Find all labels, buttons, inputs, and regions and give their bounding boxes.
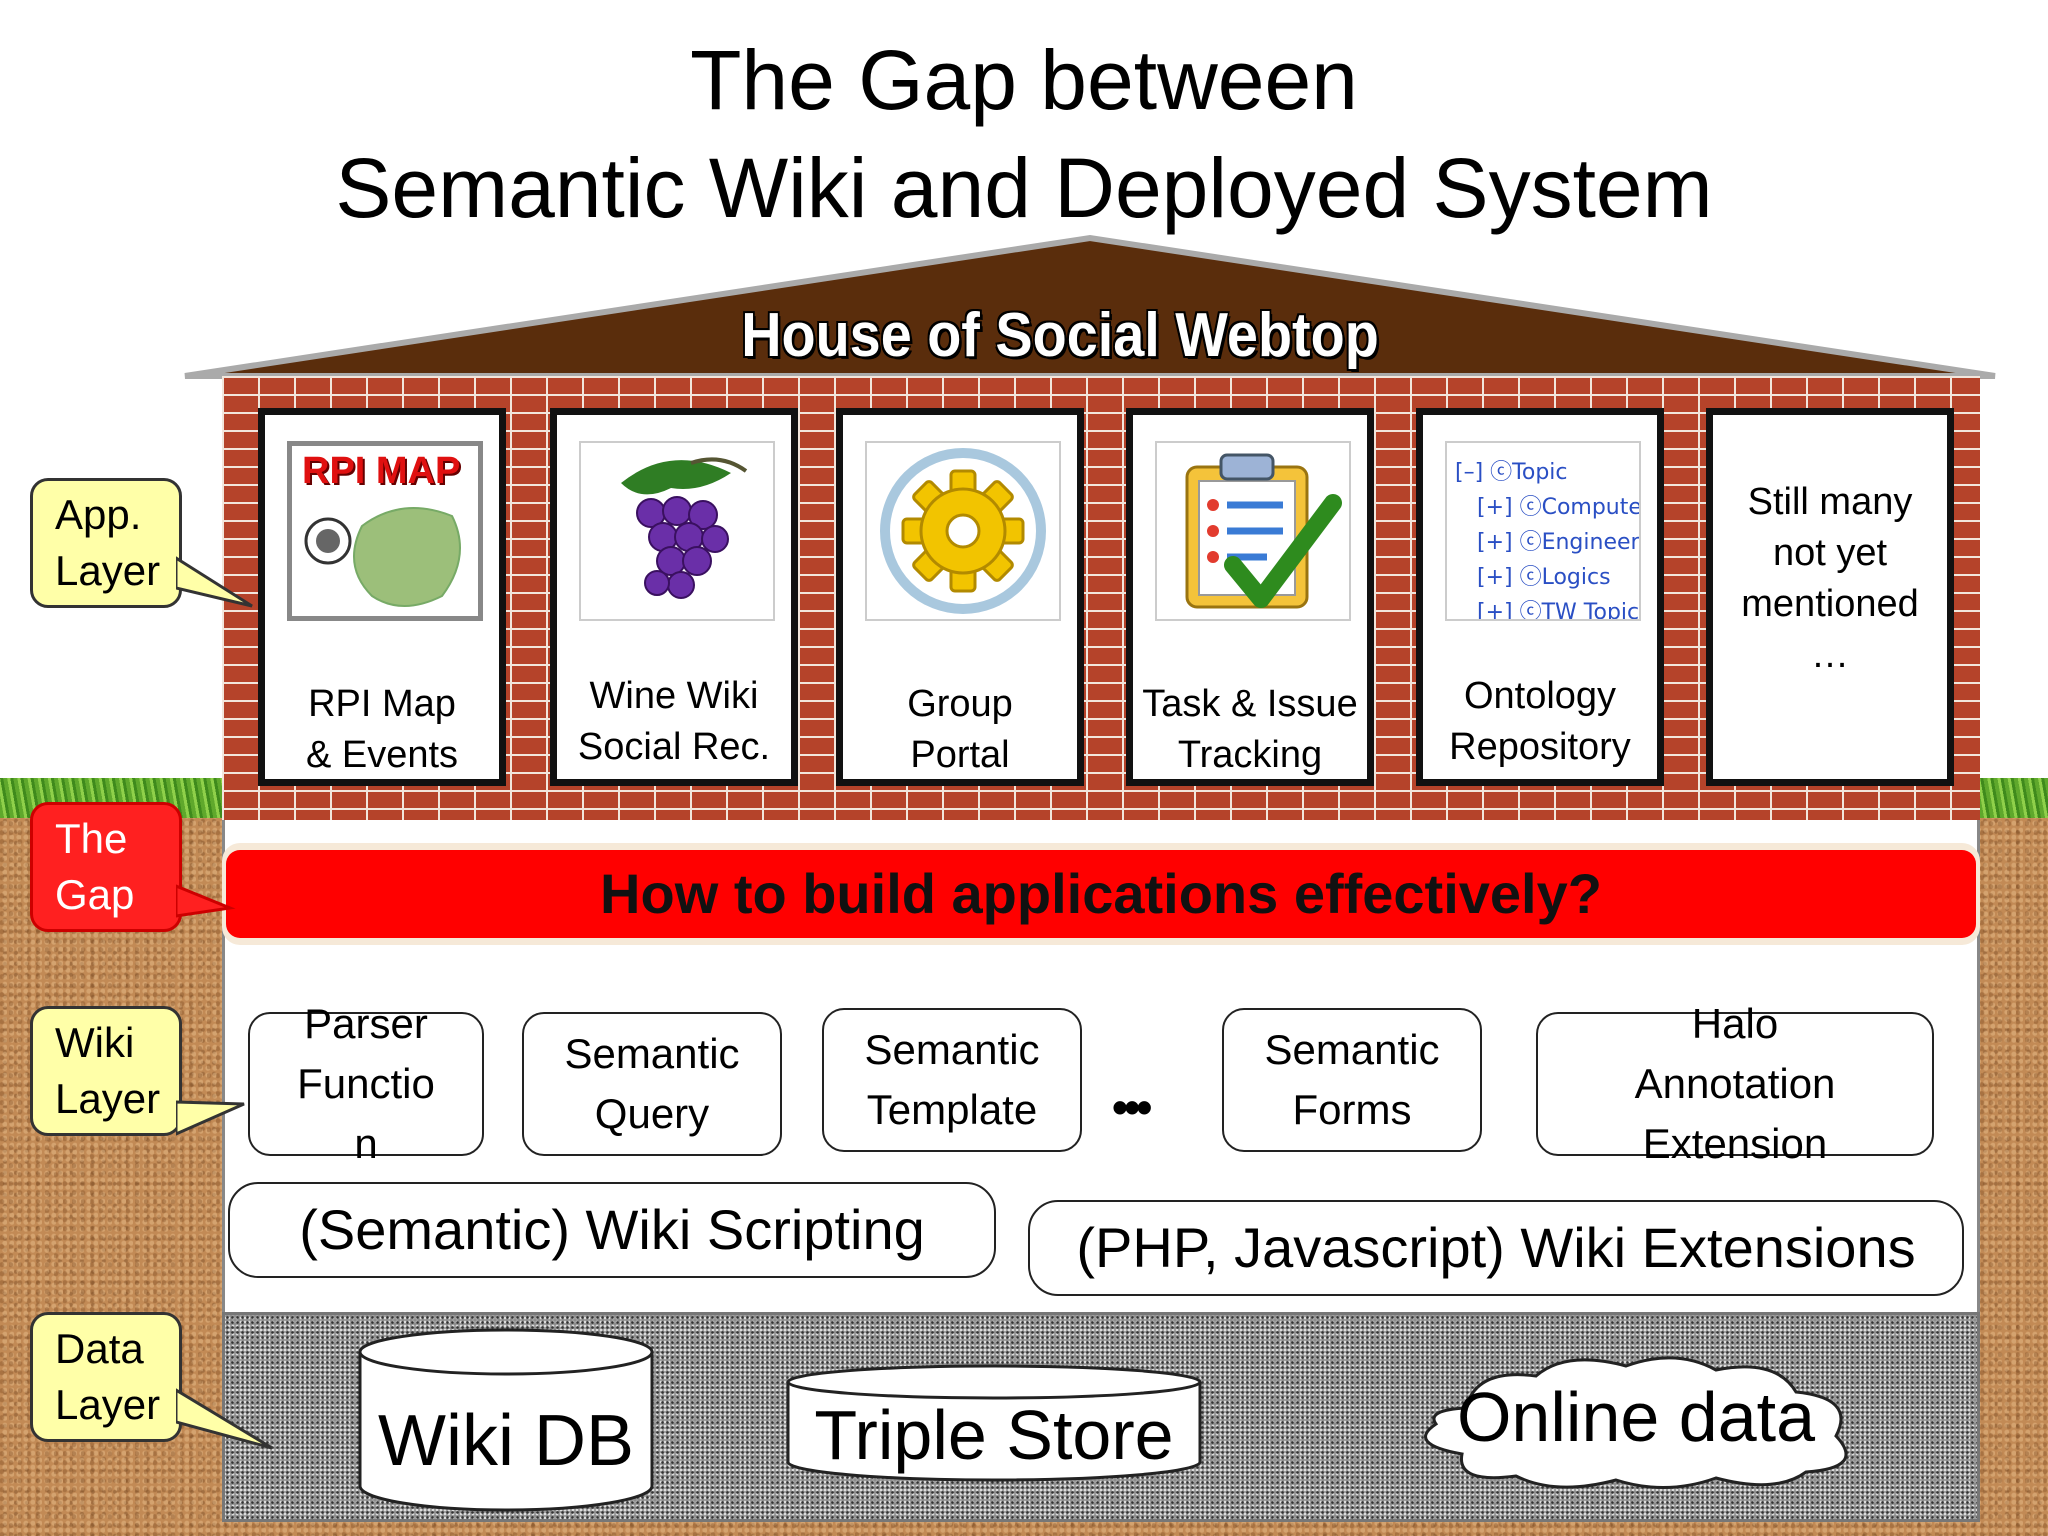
wiki-db-cylinder [358, 1328, 654, 1512]
tree-item-topic: [–] ⓒTopic [1455, 460, 1568, 485]
semantic-template-box: Semantic Template [822, 1008, 1082, 1152]
title-line-1: The Gap between [690, 33, 1358, 127]
wiki-scripting-box: (Semantic) Wiki Scripting [228, 1182, 996, 1278]
grapes-icon [621, 457, 748, 599]
app-panel-task-tracking[interactable]: Task & Issue Tracking [1126, 408, 1374, 786]
semantic-forms-box: Semantic Forms [1222, 1008, 1482, 1152]
callout-data-pointer [176, 1388, 273, 1450]
callout-app-pointer [176, 556, 253, 608]
callout-data-layer: Data Layer [30, 1312, 182, 1442]
ontology-tree-thumbnail: [–] ⓒTopic [+] ⓒComputer [+] ⓒEngineerin… [1445, 441, 1641, 621]
rpi-map-thumbnail: RPI MAP [287, 441, 483, 621]
app-panel-ontology[interactable]: [–] ⓒTopic [+] ⓒComputer [+] ⓒEngineerin… [1416, 408, 1664, 786]
halo-annotation-box: Halo Annotation Extension [1536, 1000, 1934, 1167]
title-line-2: Semantic Wiki and Deployed System [335, 141, 1713, 235]
tree-item-logics: [+] ⓒLogics [1477, 565, 1611, 590]
map-icon [304, 507, 461, 607]
callout-wiki-layer: Wiki Layer [30, 1006, 182, 1136]
app-label-more: Still many not yet mentioned … [1741, 481, 1919, 676]
tree-item-tw-topic: [+] ⓒTW Topic [1477, 600, 1640, 621]
callout-app-layer: App. Layer [30, 478, 182, 608]
gear-icon [880, 448, 1046, 614]
gap-question: How to build applications effectively? [226, 850, 1976, 938]
callout-gap-pointer [176, 884, 236, 918]
triple-store-cylinder [786, 1364, 1202, 1482]
triple-store-label: Triple Store [814, 1396, 1174, 1474]
app-panel-rpi-map[interactable]: RPI MAP RPI Map & Events [258, 408, 506, 786]
online-data-label: Online data [1456, 1378, 1816, 1456]
callout-wiki-pointer [176, 1100, 245, 1136]
app-label-rpi-map: RPI Map & Events [305, 683, 459, 776]
tree-item-engineering: [+] ⓒEngineerin [1477, 530, 1640, 555]
brick-wall [222, 376, 1980, 820]
app-panel-more: Still many not yet mentioned … [1706, 408, 1954, 786]
wine-wiki-thumbnail [579, 441, 775, 621]
app-panel-group-portal[interactable]: Group Portal [836, 408, 1084, 786]
app-label-ontology: Ontology Repository [1449, 675, 1631, 768]
parser-function-box: Parser Functio n [248, 1000, 484, 1167]
online-data-cloud [1424, 1356, 1848, 1490]
roof-label: House of Social Webtop [741, 301, 1379, 370]
clipboard-check-icon [1185, 453, 1342, 609]
wiki-extensions-box: (PHP, Javascript) Wiki Extensions [1028, 1200, 1964, 1296]
more-components-ellipsis: ••• [1112, 1081, 1152, 1133]
group-portal-thumbnail [865, 441, 1061, 621]
app-label-group-portal: Group Portal [907, 683, 1013, 776]
rpi-map-thumb-text: RPI MAP [302, 450, 461, 492]
app-panel-wine-wiki[interactable]: Wine Wiki Social Rec. [550, 408, 798, 786]
callout-the-gap: The Gap [30, 802, 182, 932]
task-tracking-thumbnail [1155, 441, 1351, 621]
app-label-task-tracking: Task & Issue Tracking [1142, 683, 1358, 776]
tree-item-computer: [+] ⓒComputer [1477, 495, 1641, 520]
semantic-query-box: Semantic Query [522, 1012, 782, 1156]
wiki-db-label: Wiki DB [378, 1401, 634, 1481]
app-label-wine-wiki: Wine Wiki Social Rec. [577, 675, 771, 768]
